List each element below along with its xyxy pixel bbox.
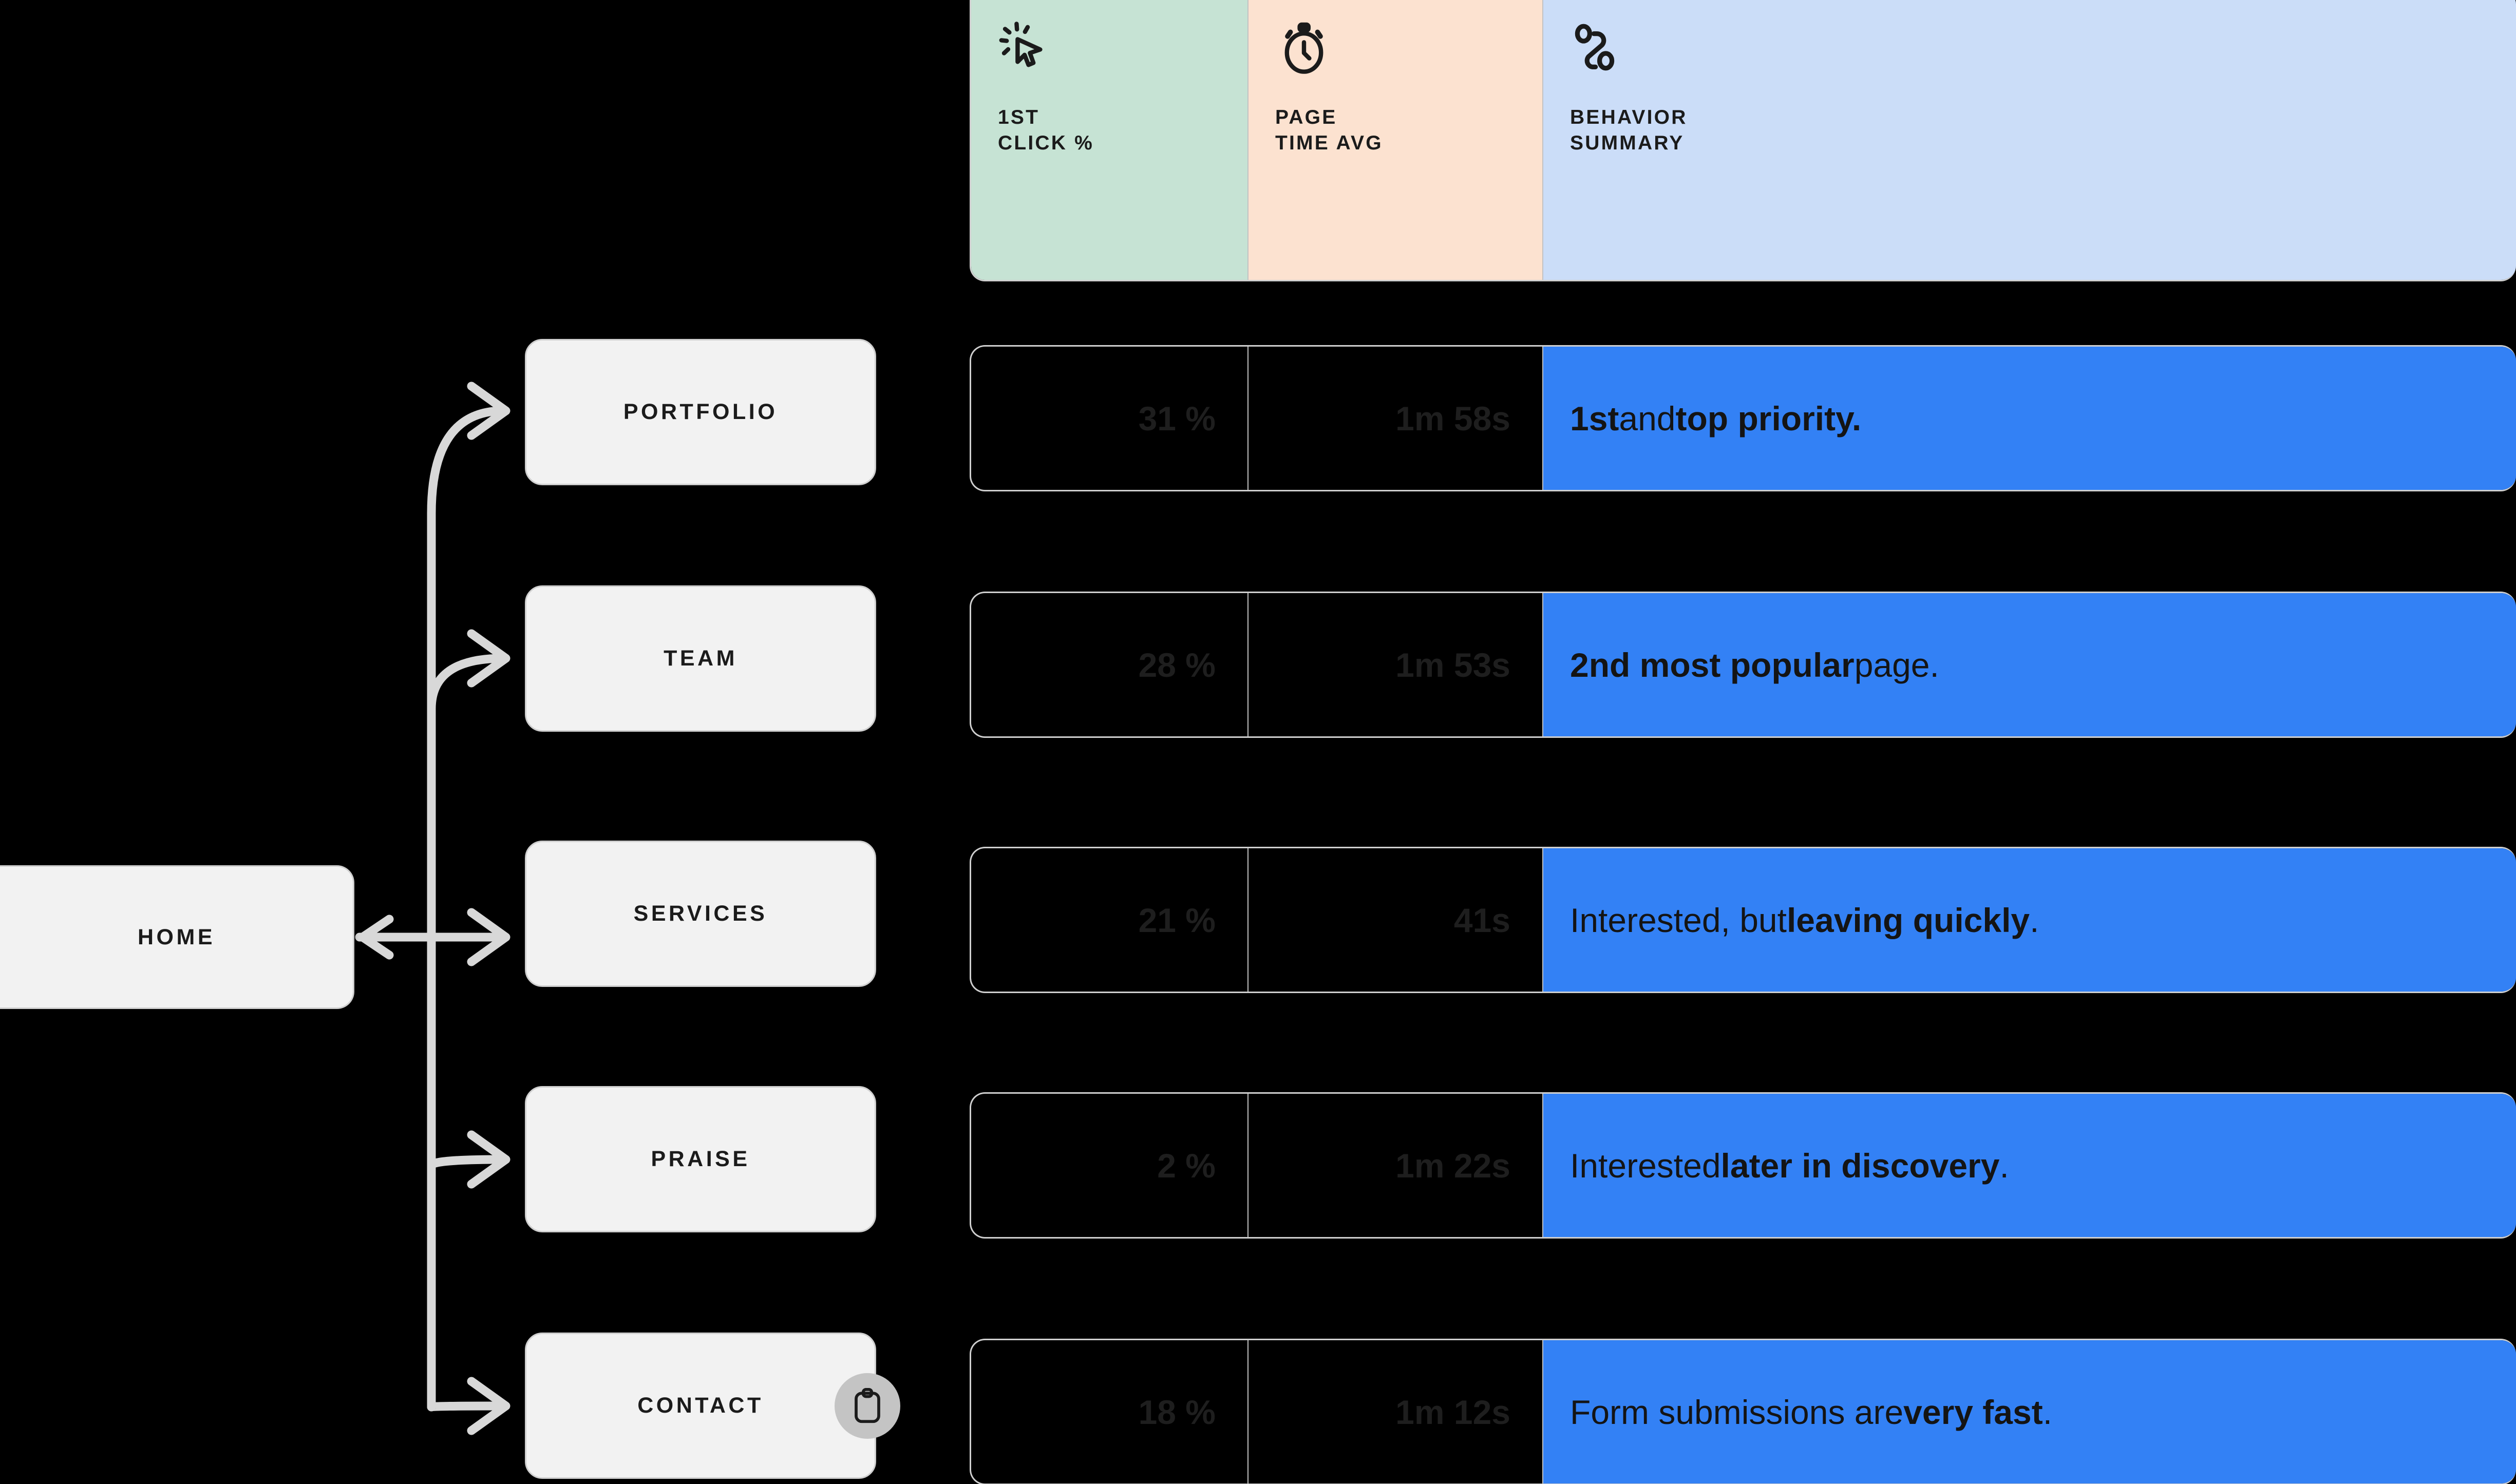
cell-first-click-pct: 31 % [971, 347, 1248, 490]
branch-team [427, 654, 508, 713]
header-cell-page-time-label: PAGE TIME AVG [1275, 106, 1383, 154]
cell-behavior-summary: Interested later in discovery. [1543, 1094, 2516, 1237]
tree-node-praise-label: PRAISE [651, 1147, 750, 1171]
tree-node-portfolio[interactable]: PORTFOLIO [525, 339, 876, 485]
header-cell-page-time: PAGE TIME AVG [1248, 0, 1543, 280]
header-cell-behavior-label: BEHAVIOR SUMMARY [1570, 106, 1688, 154]
branch-portfolio [427, 406, 508, 518]
arrowhead-praise [467, 1130, 510, 1189]
site-tree: HOME PORTFOLIO TEAM SERVICES PRAISE CONT… [0, 0, 966, 1484]
cell-page-time-avg: 1m 53s [1248, 593, 1543, 736]
cell-page-time-avg: 1m 58s [1248, 347, 1543, 490]
stopwatch-icon [1275, 21, 1542, 81]
table-row[interactable]: 2 % 1m 22s Interested later in discovery… [970, 1092, 2516, 1239]
cell-first-click-pct: 18 % [971, 1340, 1248, 1483]
cell-page-time-avg: 1m 12s [1248, 1340, 1543, 1483]
arrowhead-contact [467, 1377, 510, 1435]
branch-contact [427, 1401, 508, 1412]
arrowhead-team [467, 629, 510, 688]
cell-first-click-pct: 28 % [971, 593, 1248, 736]
header-cell-behavior: BEHAVIOR SUMMARY [1543, 0, 2516, 280]
cell-page-time-avg: 1m 22s [1248, 1094, 1543, 1237]
cell-first-click-pct: 21 % [971, 848, 1248, 992]
tree-node-praise[interactable]: PRAISE [525, 1086, 876, 1232]
table-row[interactable]: 21 % 41s Interested, but leaving quickly… [970, 847, 2516, 993]
clipboard-icon [855, 1387, 880, 1423]
cell-behavior-summary: 2nd most popular page. [1543, 593, 2516, 736]
branch-praise [427, 1155, 508, 1170]
cell-page-time-avg: 41s [1248, 848, 1543, 992]
tree-node-contact-label: CONTACT [637, 1393, 764, 1418]
header-cell-first-click-label: 1ST CLICK % [998, 106, 1094, 154]
cell-behavior-summary: 1st and top priority. [1543, 347, 2516, 490]
table-row[interactable]: 18 % 1m 12s Form submissions are very fa… [970, 1339, 2516, 1484]
cell-behavior-summary: Interested, but leaving quickly. [1543, 848, 2516, 992]
arrowhead-portfolio [467, 382, 510, 440]
tree-node-services-label: SERVICES [633, 901, 768, 926]
tree-connectors [355, 382, 510, 1435]
tree-node-contact[interactable]: CONTACT [525, 1333, 900, 1479]
contact-badge[interactable] [835, 1373, 900, 1439]
tree-node-home-label: HOME [138, 924, 215, 949]
arrowhead-services [467, 908, 510, 966]
table-header-row: 1ST CLICK % PAGE TIME AVG [970, 0, 2516, 281]
arrowhead-home [358, 915, 394, 960]
table-row[interactable]: 28 % 1m 53s 2nd most popular page. [970, 592, 2516, 738]
tree-node-portfolio-label: PORTFOLIO [623, 399, 778, 424]
cell-behavior-summary: Form submissions are very fast. [1543, 1340, 2516, 1483]
tree-node-team-label: TEAM [664, 646, 737, 671]
header-cell-first-click: 1ST CLICK % [971, 0, 1248, 280]
tree-node-home[interactable]: HOME [0, 865, 354, 1009]
tree-node-services[interactable]: SERVICES [525, 841, 876, 987]
behavior-path-icon [1570, 21, 2516, 81]
tree-node-team[interactable]: TEAM [525, 585, 876, 732]
click-cursor-icon [998, 21, 1247, 81]
table-row[interactable]: 31 % 1m 58s 1st and top priority. [970, 345, 2516, 491]
metrics-table: 1ST CLICK % PAGE TIME AVG [970, 0, 2516, 1484]
cell-first-click-pct: 2 % [971, 1094, 1248, 1237]
